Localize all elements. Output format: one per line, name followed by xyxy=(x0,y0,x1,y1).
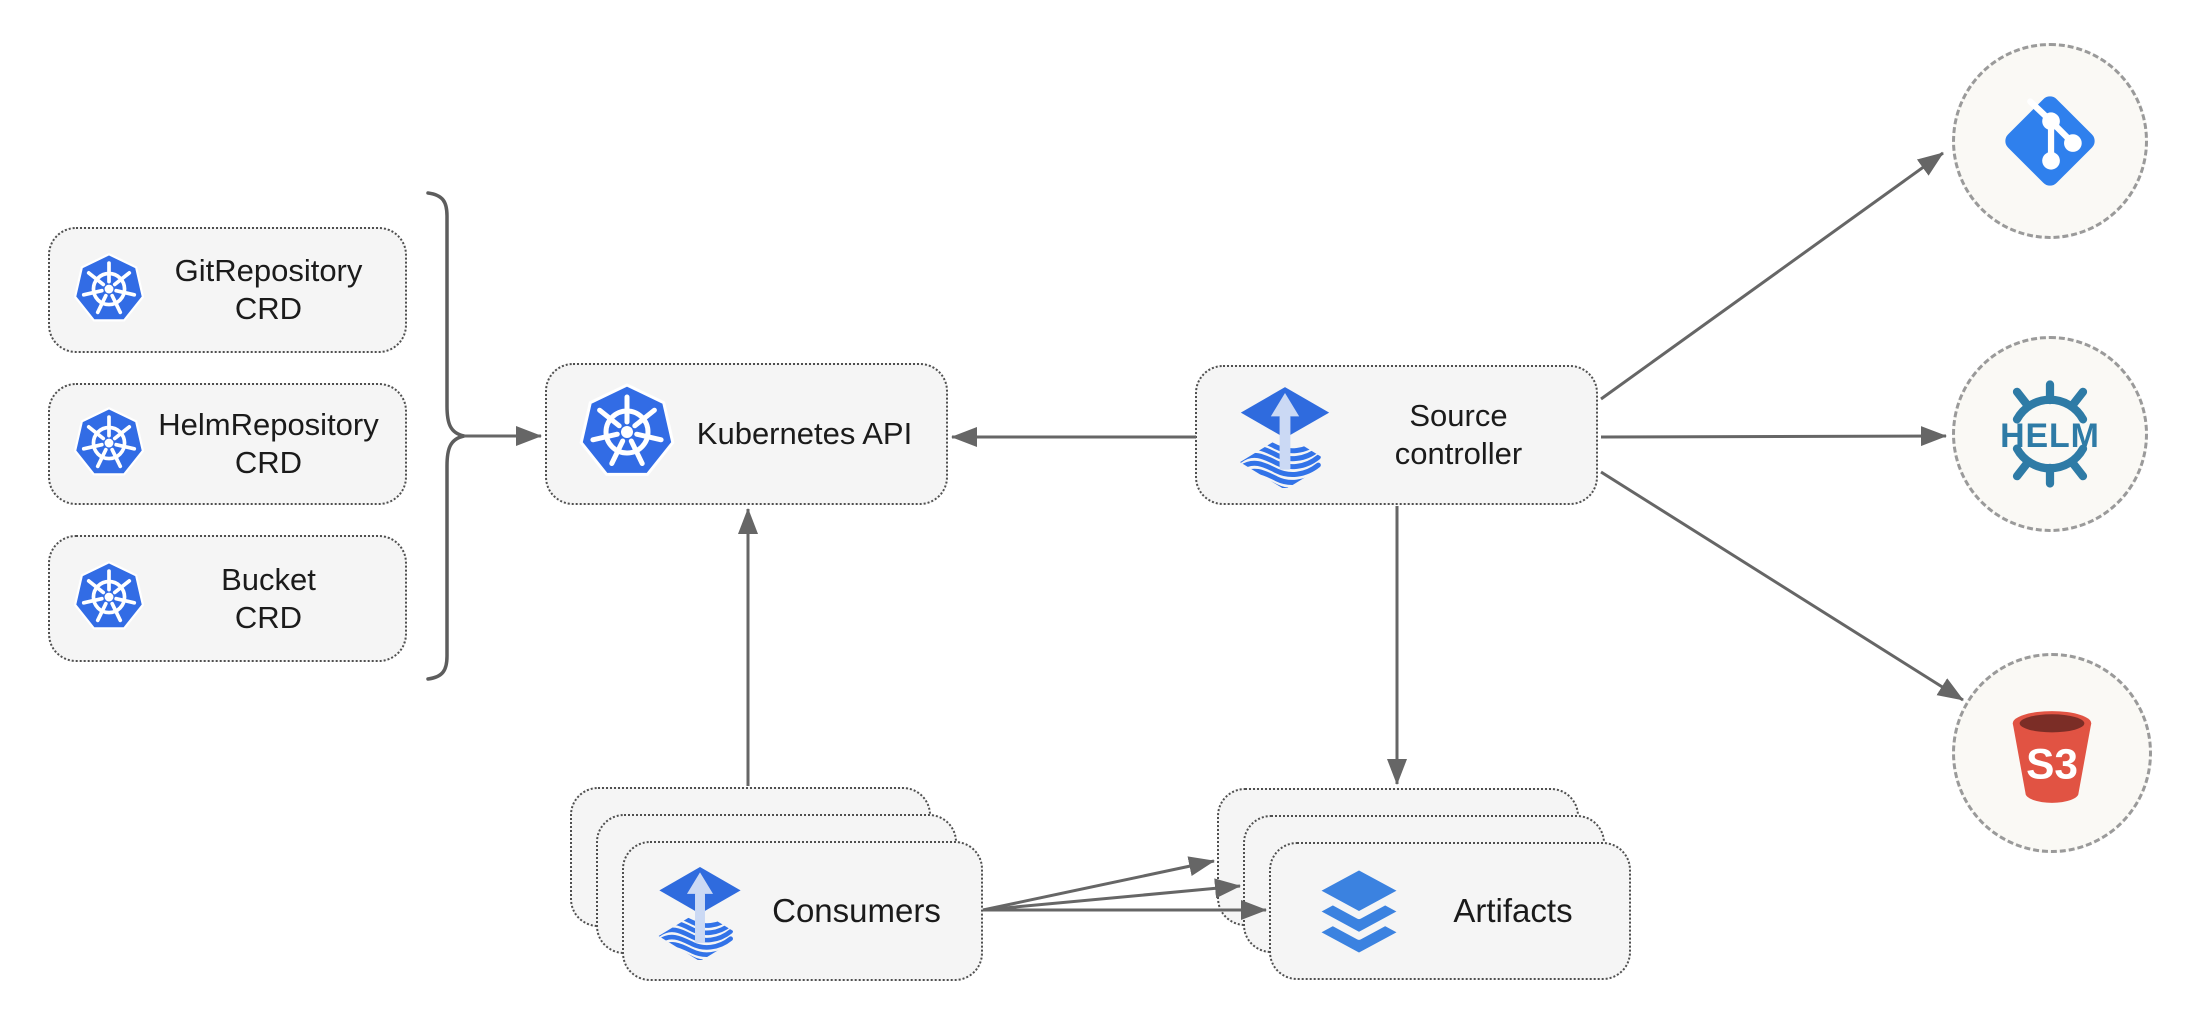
node-label: HelmRepository CRD xyxy=(146,406,405,482)
node-helmrepository-crd: HelmRepository CRD xyxy=(48,383,407,505)
kubernetes-icon xyxy=(72,252,146,329)
node-source-controller: Source controller xyxy=(1195,365,1598,505)
node-label: Kubernetes API xyxy=(696,416,913,451)
node-label-line1: Source xyxy=(1409,398,1508,433)
layers-icon xyxy=(1307,864,1411,959)
node-label: Consumers xyxy=(772,892,941,929)
node-label: Bucket CRD xyxy=(146,561,405,637)
kubernetes-icon xyxy=(72,560,146,637)
endpoint-git-circle xyxy=(1952,43,2148,239)
node-label-line2: CRD xyxy=(234,445,303,480)
node-gitrepository-crd: GitRepository CRD xyxy=(48,227,407,353)
arrow-source-to-git xyxy=(1600,151,1944,401)
node-artifacts: Artifacts xyxy=(1269,842,1631,980)
node-label-line2: CRD xyxy=(234,599,303,635)
node-label-line1: HelmRepository xyxy=(158,407,379,442)
flux-icon xyxy=(654,863,746,960)
node-label: Artifacts xyxy=(1453,892,1573,929)
node-label: Source controller xyxy=(1335,397,1596,473)
arrow-consumers-to-artifacts-middle xyxy=(982,878,1241,912)
node-label-line1: GitRepository xyxy=(174,253,363,288)
arrow-source-to-s3 xyxy=(1600,470,1964,702)
node-label: GitRepository CRD xyxy=(146,252,405,328)
crd-group-brace xyxy=(426,191,466,681)
arrow-consumers-to-artifacts-back xyxy=(982,856,1215,912)
node-kubernetes-api: Kubernetes API xyxy=(545,363,948,505)
s3-icon xyxy=(1999,700,2105,806)
node-label-line2: controller xyxy=(1394,436,1523,471)
kubernetes-icon xyxy=(577,382,677,486)
node-consumers: Consumers xyxy=(622,841,983,981)
helm-icon xyxy=(1995,379,2105,489)
node-label-line1: Bucket xyxy=(221,561,316,597)
git-icon xyxy=(1998,89,2102,193)
endpoint-s3-circle xyxy=(1952,653,2152,853)
node-bucket-crd: Bucket CRD xyxy=(48,535,407,662)
flux-icon xyxy=(1235,383,1335,488)
kubernetes-icon xyxy=(72,406,146,483)
node-label-line2: CRD xyxy=(234,291,303,326)
endpoint-helm-circle xyxy=(1952,336,2148,532)
arrow-source-to-helm xyxy=(1600,426,1947,447)
